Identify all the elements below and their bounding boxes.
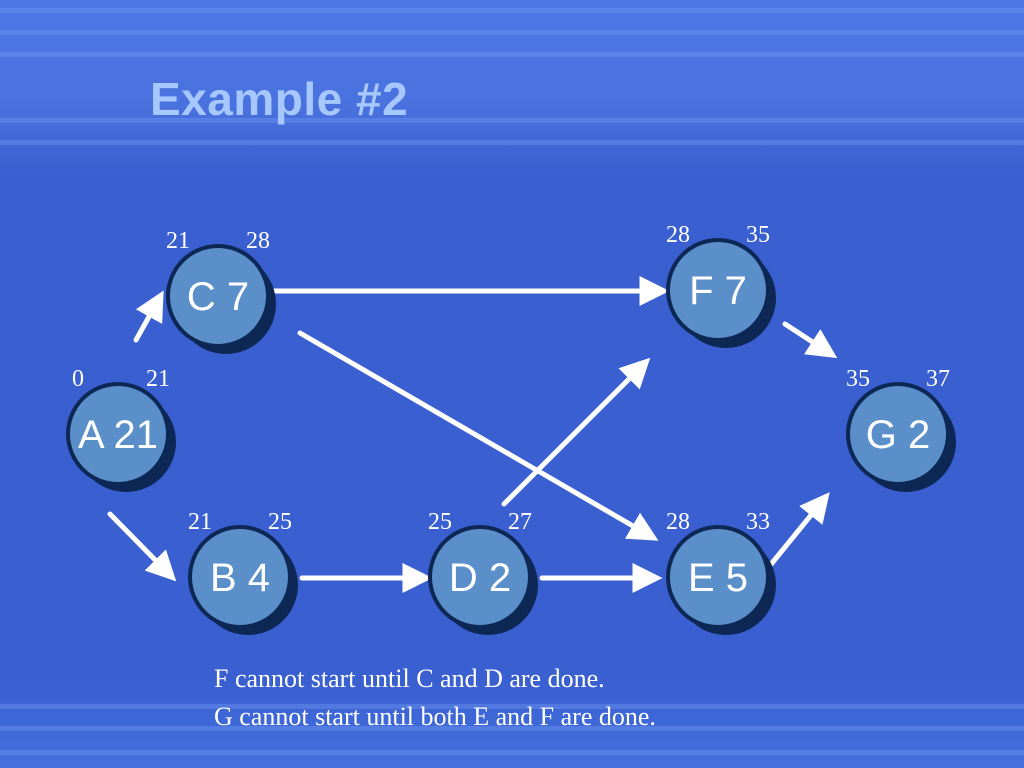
node-d-finish-time: 27 (508, 509, 532, 535)
node-f-finish-time: 35 (746, 222, 770, 248)
slide-title: Example #2 (150, 73, 409, 125)
edge-layer (107, 276, 838, 593)
node-c-start-time: 21 (166, 228, 190, 254)
arrow-c-to-e (297, 330, 659, 541)
node-a-circle (66, 382, 170, 486)
node-e: E 5 28 33 (666, 509, 776, 635)
node-a-label: A 21 (78, 413, 158, 457)
node-f: F 7 28 35 (666, 222, 776, 348)
node-b-start-time: 21 (188, 509, 212, 535)
arrow-a-to-c (133, 290, 164, 343)
node-e-label: E 5 (688, 556, 748, 600)
node-a-start-time: 0 (72, 366, 84, 392)
node-d: D 2 25 27 (428, 509, 538, 635)
node-b: B 4 21 25 (188, 509, 298, 635)
node-e-finish-time: 33 (746, 509, 770, 535)
node-g-start-time: 35 (846, 366, 870, 392)
node-c: C 7 21 28 (166, 228, 276, 354)
node-f-start-time: 28 (666, 222, 690, 248)
arrow-a-to-b (107, 511, 177, 582)
node-c-label: C 7 (187, 275, 249, 319)
node-g-finish-time: 37 (926, 366, 950, 392)
arrow-d-to-f (501, 357, 651, 507)
note-line-1: F cannot start until C and D are done. (214, 664, 605, 693)
header-background (0, 0, 1024, 175)
node-f-circle (666, 238, 770, 342)
node-b-circle (188, 525, 292, 629)
node-g-label: G 2 (866, 413, 930, 457)
note-line-2: G cannot start until both E and F are do… (214, 702, 656, 731)
arrow-e-to-g (765, 492, 830, 571)
node-b-finish-time: 25 (268, 509, 292, 535)
node-f-label: F 7 (689, 269, 747, 313)
footer-background (0, 680, 1024, 768)
node-b-label: B 4 (210, 556, 270, 600)
node-a-finish-time: 21 (146, 366, 170, 392)
node-e-circle (666, 525, 770, 629)
arrow-f-to-g (782, 321, 838, 359)
node-g-circle (846, 382, 950, 486)
node-c-circle (166, 244, 270, 348)
node-c-finish-time: 28 (246, 228, 270, 254)
node-d-circle (428, 525, 532, 629)
node-layer: A 21 0 21 C 7 21 28 B 4 21 25 D 2 25 27 F 7 28 35 E 5 28… (66, 222, 956, 635)
node-a: A 21 0 21 (66, 366, 176, 492)
node-d-label: D 2 (449, 556, 511, 600)
node-d-start-time: 25 (428, 509, 452, 535)
node-e-start-time: 28 (666, 509, 690, 535)
node-g: G 2 35 37 (846, 366, 956, 492)
